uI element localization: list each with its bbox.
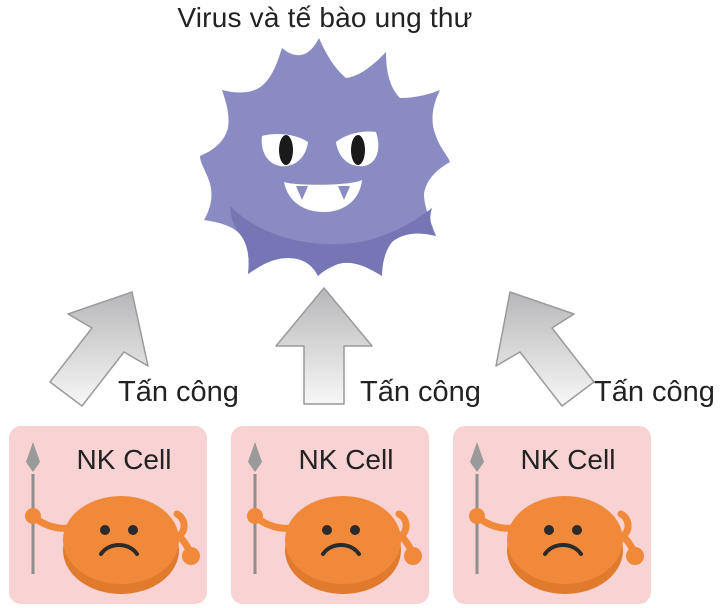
nk-cell-label: NK Cell — [520, 444, 616, 475]
nk-cell-card: NK Cell — [231, 426, 429, 604]
nk-cell-icon — [247, 442, 422, 594]
virus-icon — [200, 38, 450, 276]
nk-cell-icon — [25, 442, 200, 594]
arrow-up-right-icon — [495, 291, 595, 407]
arrow-up-icon — [275, 287, 373, 405]
arrow-up-left-icon — [49, 291, 149, 407]
diagram-title: Virus và tế bào ung thư — [177, 2, 473, 33]
nk-cell-card: NK Cell — [9, 426, 207, 604]
nk-cell-icon — [469, 442, 644, 594]
nk-cell-card: NK Cell — [453, 426, 651, 604]
attack-label-center: Tấn công — [360, 376, 481, 408]
nk-cell-label: NK Cell — [298, 444, 394, 475]
nk-cell-label: NK Cell — [76, 444, 172, 475]
attack-label-right: Tấn công — [594, 376, 715, 408]
attack-label-left: Tấn công — [118, 376, 239, 408]
